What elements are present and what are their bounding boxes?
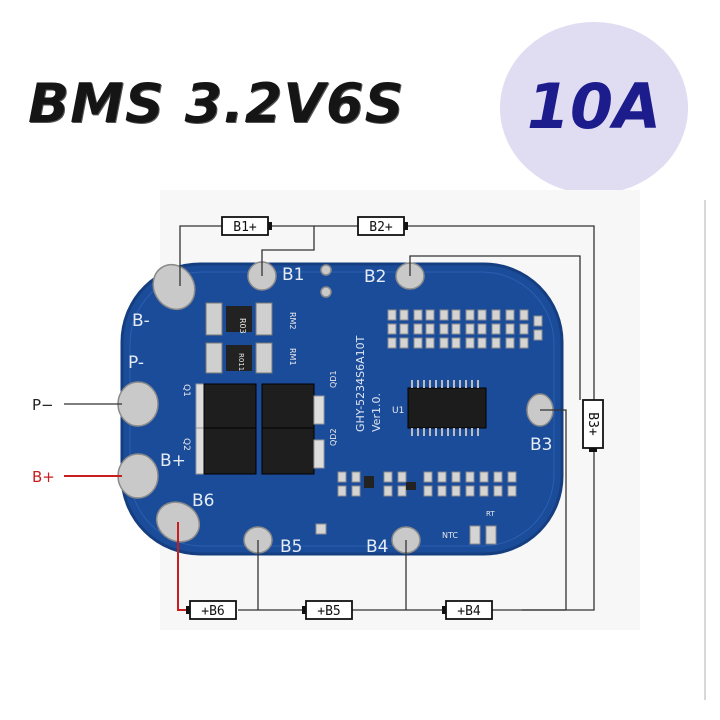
terminal-b1: B1+ (221, 216, 272, 236)
qd1-label: QD1 (329, 370, 338, 388)
terminal-b5-label: +B5 (317, 604, 340, 619)
via-2 (320, 286, 332, 298)
pad-p-minus (117, 381, 159, 427)
terminal-b1-label: B1+ (233, 220, 257, 235)
small-transistor-1 (364, 476, 374, 488)
terminal-b3-label: B3+ (585, 412, 600, 436)
silk-b5: B5 (280, 537, 302, 557)
page-title: BMS 3.2V6S (28, 72, 405, 135)
silk-b1: B1 (282, 265, 304, 285)
current-rating-text: 10A (526, 70, 662, 143)
rt-label: RT (486, 510, 495, 518)
silk-b6: B6 (192, 491, 214, 511)
rm2-label: RM2 (288, 312, 297, 330)
terminal-b6: +B6 (186, 600, 237, 620)
component-array-bottom (315, 471, 517, 545)
small-transistor-2 (406, 482, 416, 490)
u1-label: U1 (392, 406, 404, 416)
via-1 (320, 264, 332, 276)
wire-label-b-plus: B+ (32, 468, 55, 486)
component-array-top (387, 309, 543, 349)
r03-label: R03 (238, 318, 247, 334)
pad-b-minus (152, 263, 196, 311)
rm1-label: RM1 (288, 348, 297, 366)
q1-label: Q1 (181, 384, 191, 397)
terminal-b6-label: +B6 (201, 604, 224, 619)
terminal-b4-label: +B4 (457, 604, 481, 619)
silk-b3: B3 (530, 435, 552, 455)
current-rating-badge: 10A (500, 22, 688, 194)
silk-b-minus: B- (132, 311, 150, 331)
qd2-label: QD2 (329, 428, 338, 446)
ntc-label: NTC (442, 531, 458, 540)
terminal-b2-label: B2+ (369, 220, 393, 235)
wires-black (64, 225, 595, 611)
board-model-text: GHY-5234S6A10T (354, 335, 367, 432)
ic-u1 (407, 380, 487, 436)
silk-p-minus: P- (128, 353, 144, 373)
silk-b2: B2 (364, 267, 386, 287)
silk-b4: B4 (366, 537, 388, 557)
terminal-b5: +B5 (302, 600, 353, 620)
board-version-text: Ver1.0. (370, 393, 383, 432)
wire-label-p-minus: P− (32, 396, 54, 414)
q2-label: Q2 (181, 438, 191, 451)
pad-b-plus (117, 453, 159, 499)
solder-pads (117, 261, 554, 554)
r011-label: R011 (237, 353, 245, 371)
silk-b-plus: B+ (160, 451, 186, 471)
mosfets (195, 383, 325, 475)
sense-resistors (205, 302, 273, 374)
terminal-b4: +B4 (442, 600, 493, 620)
terminal-b2: B2+ (357, 216, 408, 236)
terminal-b3: B3+ (582, 399, 604, 452)
